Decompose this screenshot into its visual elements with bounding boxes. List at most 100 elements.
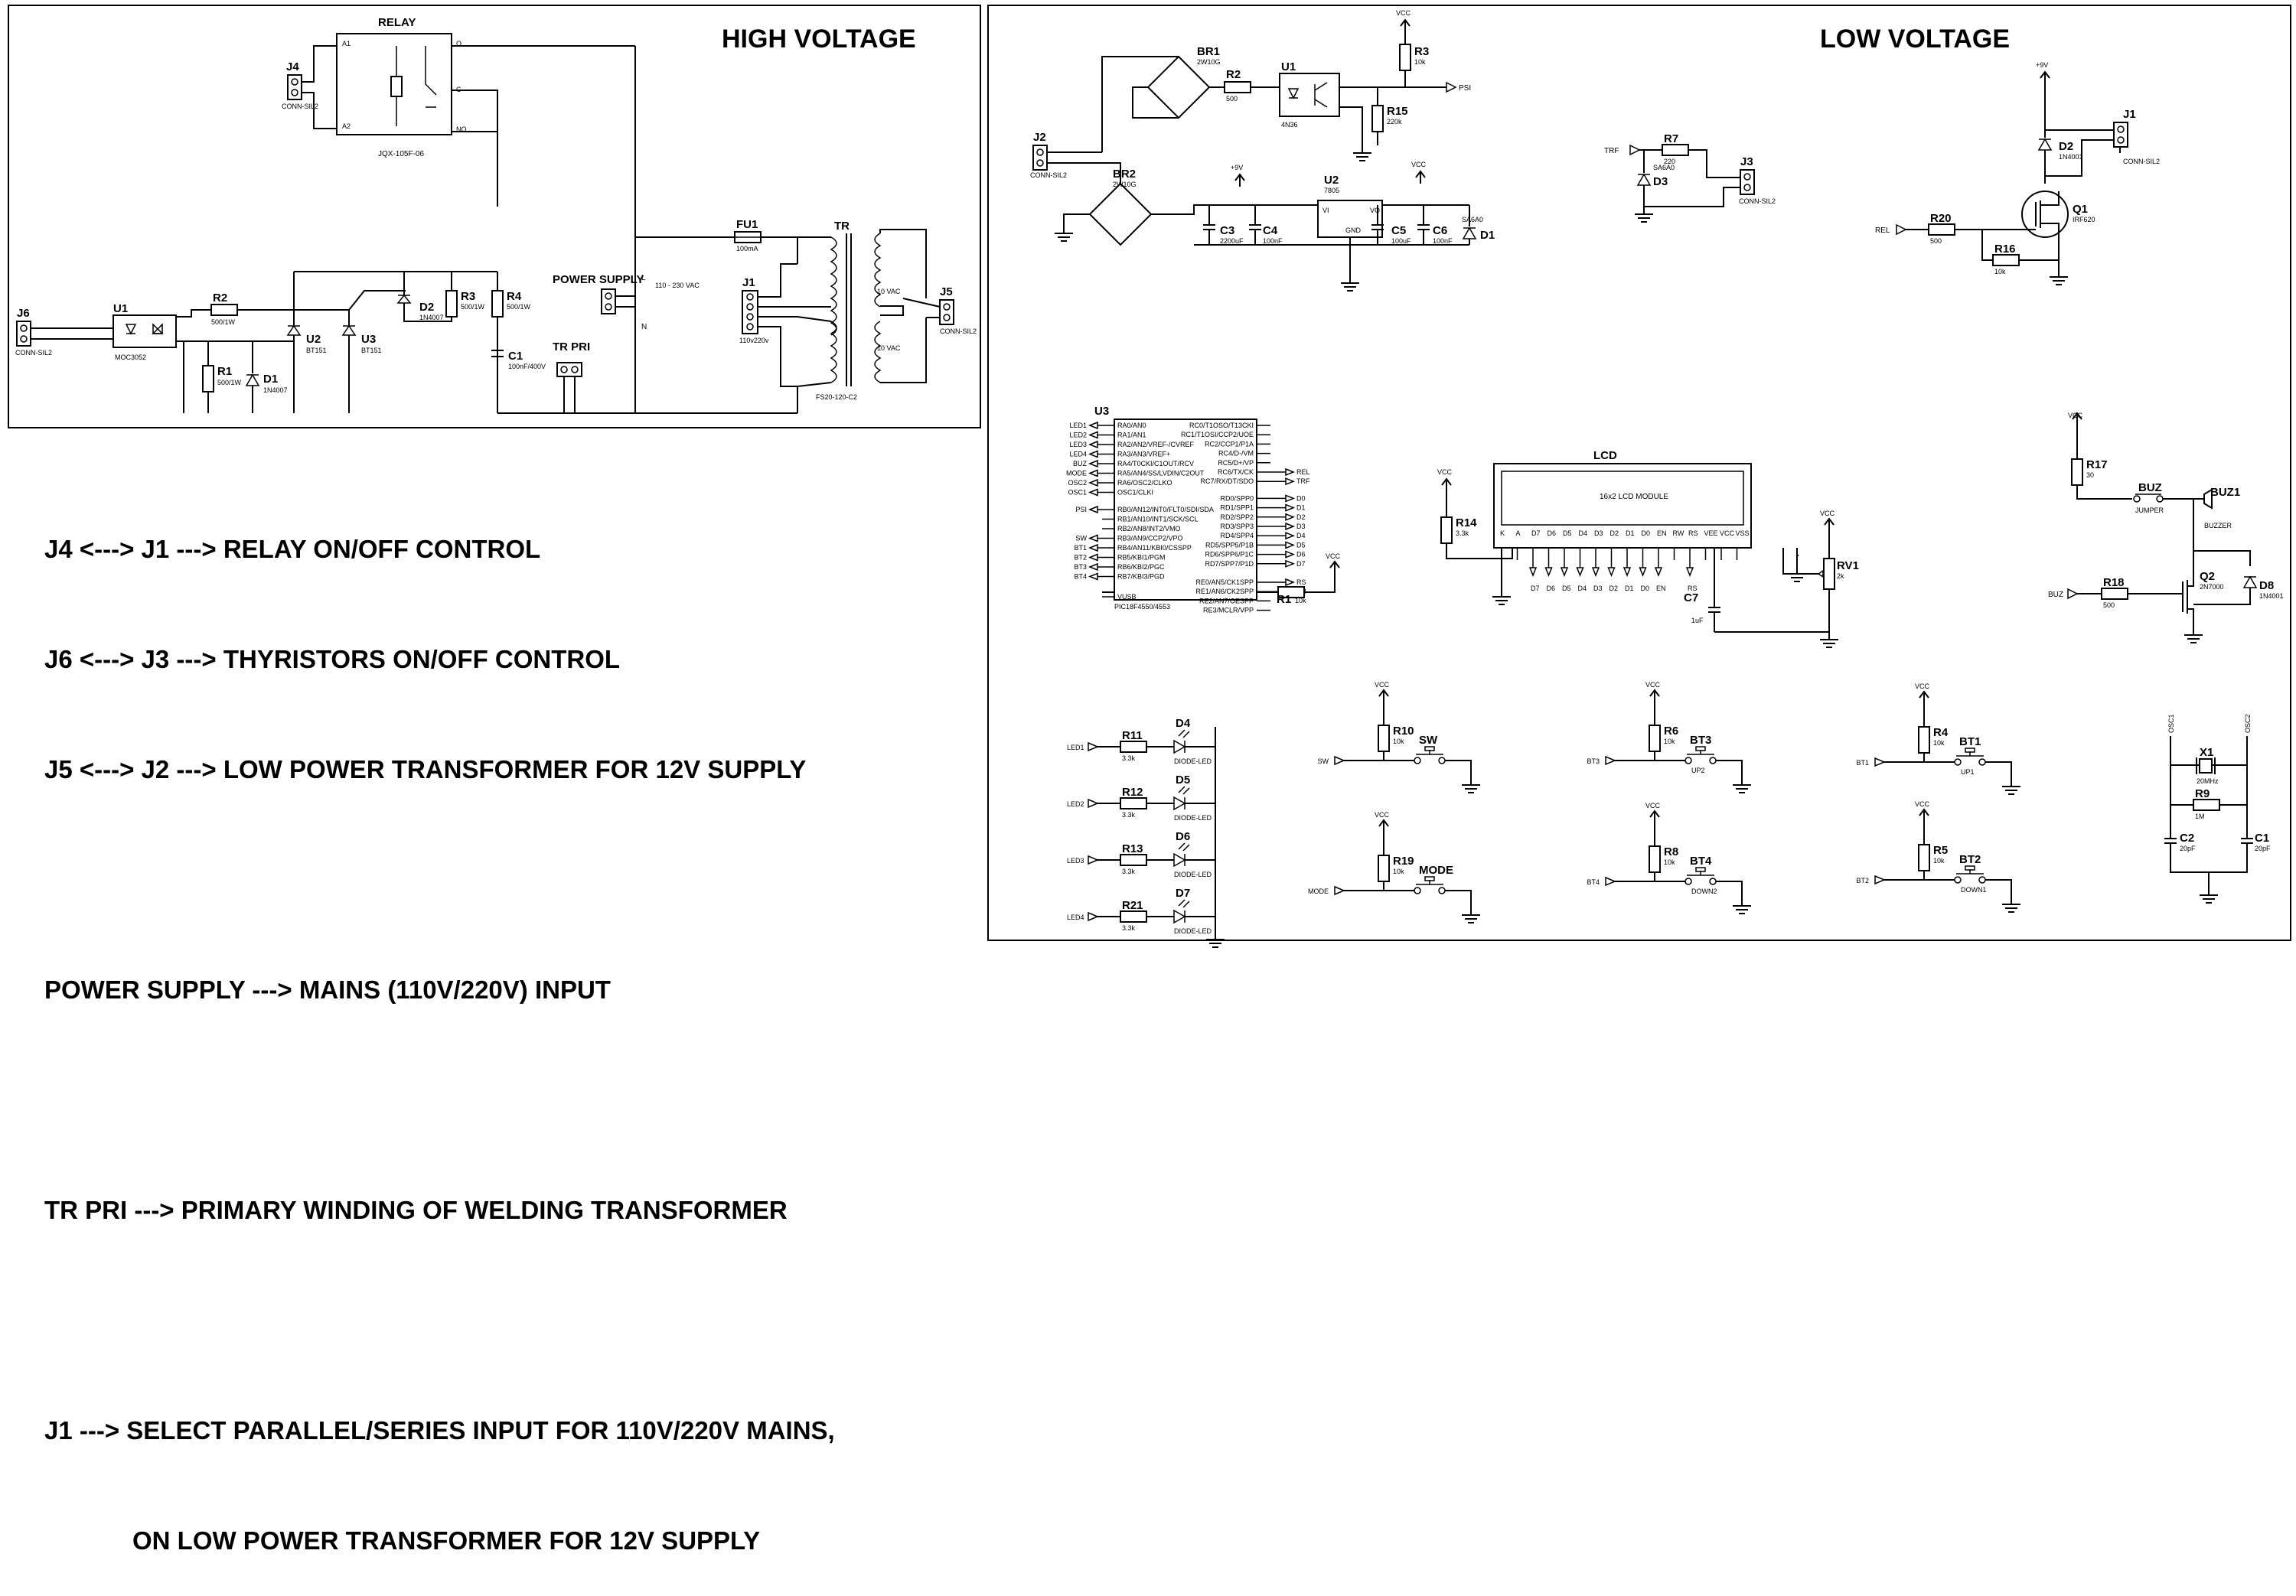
button-ref[interactable]: BT3 [1690,734,1711,747]
button-ref[interactable]: SW [1419,734,1438,747]
lv-u2-part: 7805 [1324,187,1339,194]
lv-relay-driver: +9V D2 1N4001 J1 CONN-SIL2 Q1 IRF620 REL… [1875,61,2160,285]
u3-right-pin-label: RE0/AN5/CK1SPP [1195,578,1254,586]
lcd-pin-label: RW [1673,529,1684,537]
button-resistor-value: 10k [1664,858,1675,866]
j4-part: CONN-SIL2 [282,103,318,110]
fu1-value: 100mA [736,245,758,252]
u3-right-net-label: D1 [1296,504,1306,512]
hv-u2-part: BT151 [306,347,327,354]
lv-r3-value: 10k [1414,58,1426,66]
u3-left-pin-label: RB7/KBI3/PGD [1117,573,1165,581]
relay-pin-a2: A2 [342,122,351,130]
lv-r3-ref: R3 [1414,45,1429,58]
button-ref[interactable]: MODE [1419,864,1453,877]
lv-j2-ref: J2 [1033,131,1046,144]
lcd-pin-label: D2 [1610,529,1619,537]
lv-c5-ref: C5 [1391,224,1406,237]
lv-r3-vcc: VCC [1396,9,1411,17]
lv-trf-section: TRF R7 220 D3 SA6A0 J3 CONN-SIL2 [1604,132,1776,223]
led-net-label: LED3 [1067,857,1084,865]
lv-c3-ref: C3 [1220,224,1234,237]
j5-ref: J5 [940,285,953,298]
led-diode-part: DIODE-LED [1174,814,1212,822]
lv-buz-ref: BUZ [2138,481,2162,494]
led-driver-section: LED1R113.3kD4DIODE-LEDLED2R123.3kD5DIODE… [1067,717,1225,948]
lcd-net-label: D6 [1547,585,1556,592]
button-resistor-value: 10k [1393,868,1404,875]
note-line-5: TR PRI ---> PRIMARY WINDING OF WELDING T… [44,1196,788,1224]
sec2-label: 10 VAC [877,344,901,352]
j6-ref: J6 [17,307,30,320]
relay-ref: RELAY [378,16,416,29]
u3-right-pin-label: RD0/SPP0 [1220,494,1254,502]
button-ref[interactable]: BT2 [1959,853,1981,866]
hv-r1-value: 500/1W [217,379,242,386]
j6-part: CONN-SIL2 [15,349,52,357]
lv-q1-part: IRF620 [2073,216,2095,223]
tr-pri-label: TR PRI [553,340,590,353]
j4-connector: J4 CONN-SIL2 [282,45,337,129]
lcd-net-label: EN [1656,585,1666,592]
u3-left-pin-label: RA2/AN2/VREF-/CVREF [1117,441,1195,448]
lv-u3-vcc: VCC [1326,552,1341,560]
button-resistor-ref: R8 [1664,845,1678,858]
lv-c6-value: 100nF [1433,237,1453,245]
osc-c1-ref: C1 [2255,832,2269,845]
lv-r14-ref: R14 [1456,516,1477,529]
button-resistor-value: 10k [1393,738,1404,745]
lv-r16-value: 10k [1994,268,2006,275]
u3-left-pin-label: RA5/AN4/SS/LVDIN/C2OUT [1117,470,1205,477]
lcd-pin-label: D3 [1594,529,1603,537]
button-ref[interactable]: BT4 [1690,855,1712,868]
lv-buz1-part: BUZZER [2204,522,2232,529]
lv-q2-part: 2N7000 [2200,583,2224,591]
led-resistor-value: 3.3k [1122,811,1136,819]
lv-br1-ref: BR1 [1197,45,1220,58]
lv-r20-value: 500 [1930,237,1942,245]
tr-pri-connector: TR PRI [553,340,590,413]
lcd-pin-label: D1 [1626,529,1635,537]
lcd-net-label: D4 [1578,585,1587,592]
hv-r3-value: 500/1W [461,303,485,311]
lcd-net-label: D5 [1562,585,1571,592]
hv-c1-ref: C1 [508,350,523,363]
lv-d3-part: SA6A0 [1653,164,1675,171]
u3-right-pin-label: RE1/AN6/CK2SPP [1195,588,1254,595]
button-net-label: BT1 [1856,759,1869,767]
hv-j1-part: 110v220v [739,337,769,344]
low-voltage-panel [987,5,2291,941]
hv-u1-part: MOC3052 [115,353,146,361]
lv-c6-ref: C6 [1433,224,1447,237]
lv-d8-ref: D8 [2259,579,2274,592]
lv-c7-ref: C7 [1684,591,1698,604]
hv-d2-ref: D2 [419,301,434,314]
lv-c3-value: 2200uF [1220,237,1244,245]
oscillator-section: OSC1 OSC2 X1 20MHz R9 1M C2 20pF C1 20pF [2164,714,2271,904]
u3-right-pin-label: RD6/SPP6/P1C [1205,551,1254,559]
button-net-label: BT3 [1587,757,1600,765]
button-resistor-ref: R10 [1393,725,1414,738]
lv-u1-ref: U1 [1281,60,1296,73]
button-ref[interactable]: BT1 [1959,735,1981,748]
mains-label: 110 - 230 VAC [655,282,700,289]
lcd-net-label: D0 [1641,585,1650,592]
u3-left-net-label: BT4 [1074,573,1087,581]
lv-j3-part: CONN-SIL2 [1739,197,1776,205]
u3-left-net-label: LED1 [1069,422,1087,429]
u3-left-pin-label: RB5/KBI1/PGM [1117,554,1166,562]
lv-j2-connector: J2 CONN-SIL2 [1030,131,1102,179]
notes-block: J4 <---> J1 ---> RELAY ON/OFF CONTROL J6… [44,458,835,1596]
led-resistor-value: 3.3k [1122,924,1136,932]
u3-right-net-label: D7 [1296,560,1306,568]
relay-pin-o: O [456,40,461,47]
lv-j3-ref: J3 [1740,155,1753,168]
lcd-pin-label: A [1516,529,1521,537]
led-diode-part: DIODE-LED [1174,871,1212,878]
u3-left-pin-label: RB4/AN11/KBI0/CSSPP [1117,544,1192,552]
button-resistor-ref: R5 [1933,844,1948,857]
button-vcc-label: VCC [1915,800,1930,808]
lv-d3-ref: D3 [1653,175,1668,188]
hv-u3-thyristor: U3 BT151 [294,290,406,413]
osc-x1-ref: X1 [2200,746,2213,759]
